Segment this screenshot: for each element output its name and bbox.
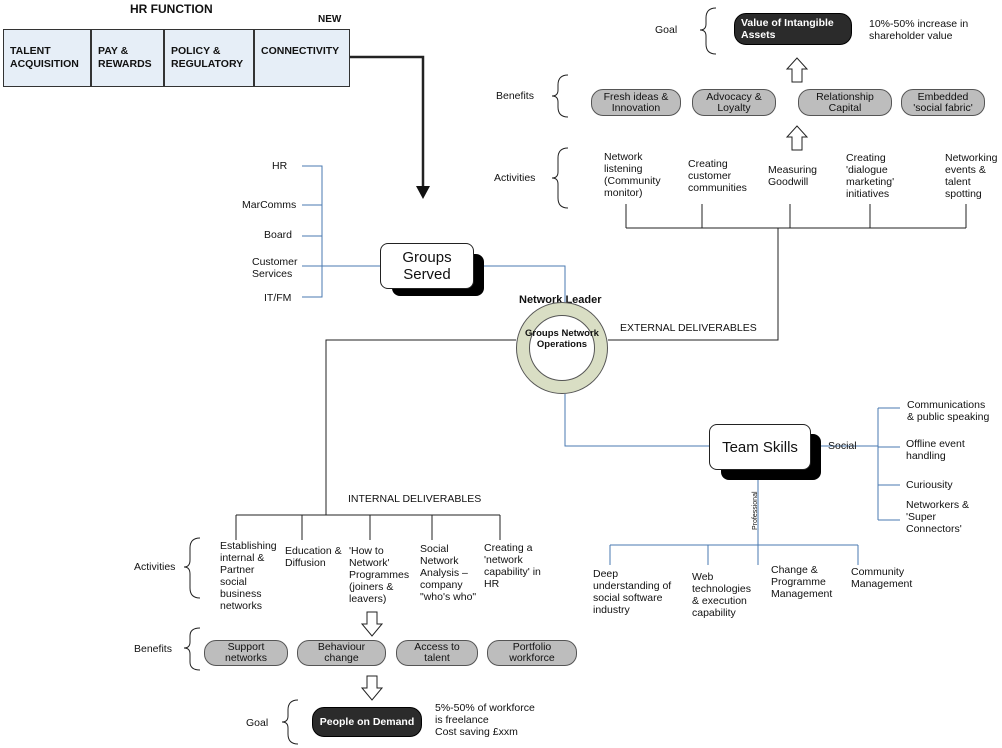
hr-function-title: HR FUNCTION — [130, 2, 213, 16]
hr-cell-connectivity: CONNECTIVITY — [254, 29, 350, 87]
internal-activity-social-network-analysis: Social Network Analysis – company "who's… — [420, 543, 477, 603]
external-goal-label: Goal — [655, 24, 678, 36]
external-benefits-label: Benefits — [496, 90, 534, 102]
social-skill-offline-events: Offline event handling — [906, 438, 965, 462]
internal-goal-note: 5%-50% of workforce is freelance Cost sa… — [435, 702, 535, 738]
external-goal-note: 10%-50% increase in shareholder value — [869, 18, 969, 42]
internal-activities-label: Activities — [134, 561, 176, 573]
groups-network-operations-label: Groups Network Operations — [525, 328, 599, 350]
group-item-marcomms: MarComms — [242, 199, 297, 211]
activity-network-listening: Network listening (Community monitor) — [604, 151, 661, 199]
activity-dialogue-marketing: Creating 'dialogue marketing' initiative… — [846, 152, 895, 200]
team-skills-box: Team Skills — [709, 424, 811, 470]
groups-network-operations-ring — [516, 302, 608, 394]
social-skill-curiousity: Curiousity — [906, 479, 953, 491]
hr-cell-talent-acquisition: TALENT ACQUISITION — [3, 29, 91, 87]
hr-cell-policy-regulatory: POLICY & REGULATORY — [164, 29, 254, 87]
ring-center — [529, 315, 595, 381]
external-activities-label: Activities — [494, 172, 536, 184]
internal-goal-pill: People on Demand — [312, 707, 422, 737]
professional-skill-web-technologies: Web technologies & execution capability — [692, 571, 751, 619]
activity-measuring-goodwill: Measuring Goodwill — [768, 164, 818, 188]
benefit-portfolio-workforce: Portfolio workforce — [487, 640, 577, 666]
activity-customer-communities: Creating customer communities — [688, 158, 747, 194]
benefit-behaviour-change: Behaviour change — [297, 640, 386, 666]
group-item-itfm: IT/FM — [264, 292, 292, 304]
internal-activity-how-to-network: 'How to Network' Programmes (joiners & l… — [349, 545, 410, 605]
social-label: Social — [828, 440, 857, 452]
benefit-access-to-talent: Access to talent — [396, 640, 478, 666]
professional-skill-change-programme: Change & Programme Management — [771, 564, 833, 600]
social-skill-communications: Communications & public speaking — [907, 399, 990, 423]
benefit-relationship-capital: Relationship Capital — [798, 89, 892, 116]
internal-activity-education-diffusion: Education & Diffusion — [285, 545, 342, 569]
professional-skill-community-management: Community Management — [851, 566, 913, 590]
internal-deliverables-label: INTERNAL DELIVERABLES — [348, 493, 482, 505]
benefit-advocacy-loyalty: Advocacy & Loyalty — [692, 89, 776, 116]
benefit-social-fabric: Embedded 'social fabric' — [901, 89, 985, 116]
activity-networking-events: Networking events & talent spotting — [945, 152, 998, 200]
new-badge: NEW — [318, 14, 342, 25]
external-deliverables-label: EXTERNAL DELIVERABLES — [620, 322, 757, 334]
professional-label: Professional — [752, 491, 759, 530]
benefit-support-networks: Support networks — [204, 640, 288, 666]
group-item-hr: HR — [272, 160, 288, 172]
external-goal-pill: Value of Intangible Assets — [734, 13, 852, 45]
internal-goal-label: Goal — [246, 717, 269, 729]
professional-skill-deep-understanding: Deep understanding of social software in… — [593, 568, 672, 616]
groups-served-box: Groups Served — [380, 243, 474, 289]
internal-activity-network-capability: Creating a 'network capability' in HR — [484, 542, 541, 590]
internal-benefits-label: Benefits — [134, 643, 172, 655]
internal-activity-establishing-networks: Establishing internal & Partner social b… — [220, 540, 277, 612]
hr-cell-pay-rewards: PAY & REWARDS — [91, 29, 164, 87]
benefit-fresh-ideas: Fresh ideas & Innovation — [591, 89, 681, 116]
social-skill-networkers: Networkers & 'Super Connectors' — [906, 499, 970, 535]
group-item-board: Board — [264, 229, 293, 241]
group-item-customer-services: Customer Services — [252, 256, 298, 280]
